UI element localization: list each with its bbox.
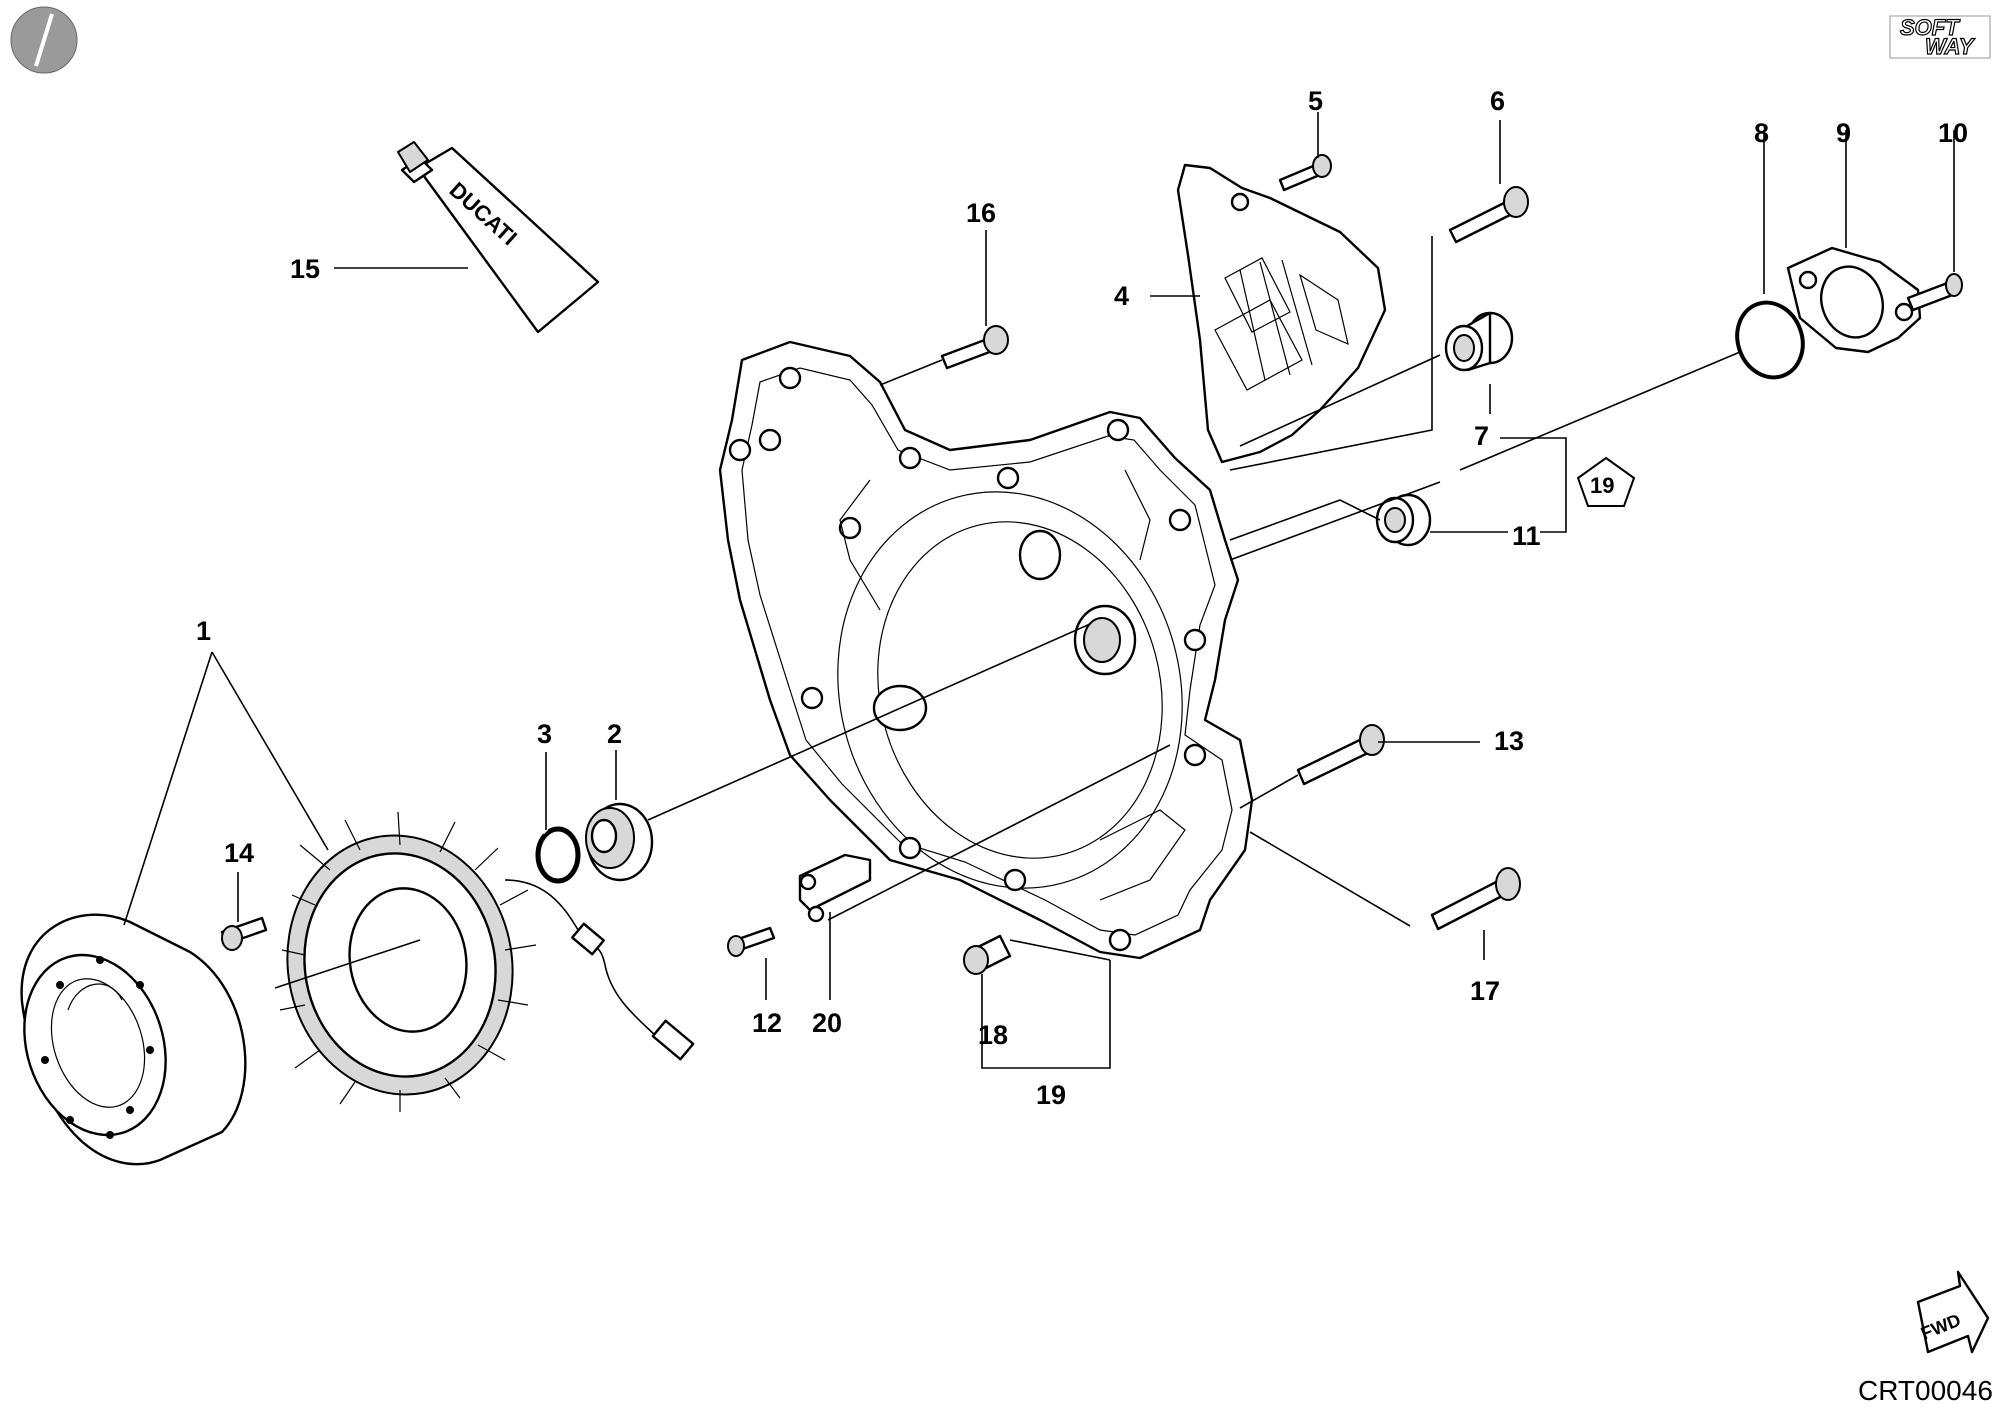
callout-14: 14	[224, 838, 254, 868]
sealant-tube: DUCATI	[397, 141, 600, 334]
bearing	[585, 802, 654, 882]
sprocket-guard	[1176, 163, 1387, 464]
callout-15: 15	[290, 254, 320, 284]
callout-12: 12	[752, 1008, 782, 1038]
cable-clamp	[798, 853, 872, 923]
alternator-stator	[279, 811, 695, 1112]
side-bolt-17	[1430, 867, 1521, 931]
o-ring	[1735, 300, 1805, 380]
cover-bolt-long	[1448, 186, 1529, 244]
callout-numbers: 1 2 3 4 5 6 7 8 9 10 11 12 13 14 15 16 1…	[196, 86, 1968, 1110]
dowel-pin	[963, 934, 1012, 975]
callout-11: 11	[1512, 521, 1541, 551]
brand-line-1: SOFT	[1900, 15, 1960, 40]
alternator-cover	[718, 340, 1254, 960]
flywheel-rotor	[20, 913, 247, 1166]
corner-disc-icon	[10, 6, 78, 74]
circlip	[535, 823, 581, 884]
softway-logo: SOFT WAY	[1889, 14, 1991, 60]
group-badge-19: 19	[1576, 456, 1636, 507]
fwd-arrow-icon: FWD	[1916, 1270, 1990, 1354]
callout-6: 6	[1490, 86, 1505, 116]
callout-2: 2	[607, 719, 622, 749]
flange-screw	[1906, 273, 1963, 312]
callout-10: 10	[1938, 118, 1968, 148]
callout-16: 16	[966, 198, 996, 228]
guard-bolt	[1278, 154, 1332, 192]
drawing-code: CRT00046	[1858, 1375, 1993, 1406]
callout-20: 20	[812, 1008, 842, 1038]
callout-1: 1	[196, 616, 211, 646]
callout-18: 18	[978, 1020, 1008, 1050]
callout-5: 5	[1308, 86, 1323, 116]
callout-17: 17	[1470, 976, 1500, 1006]
leader-lines	[123, 112, 1955, 1069]
callout-7: 7	[1474, 421, 1489, 451]
oil-seal	[1375, 493, 1432, 547]
upper-bolt	[940, 325, 1009, 370]
brand-line-2: WAY	[1925, 34, 1976, 59]
side-bolt-13	[1296, 724, 1385, 786]
callout-4: 4	[1114, 281, 1129, 311]
callout-8: 8	[1754, 118, 1769, 148]
bushing	[1444, 311, 1514, 372]
callout-13: 13	[1494, 726, 1524, 756]
flange-plate	[1786, 246, 1922, 354]
callout-3: 3	[537, 719, 552, 749]
stator-bolt	[220, 916, 268, 951]
callout-9: 9	[1836, 118, 1851, 148]
callout-19: 19	[1036, 1080, 1066, 1110]
clamp-screw	[727, 926, 776, 957]
group-badge-label: 19	[1590, 473, 1614, 498]
